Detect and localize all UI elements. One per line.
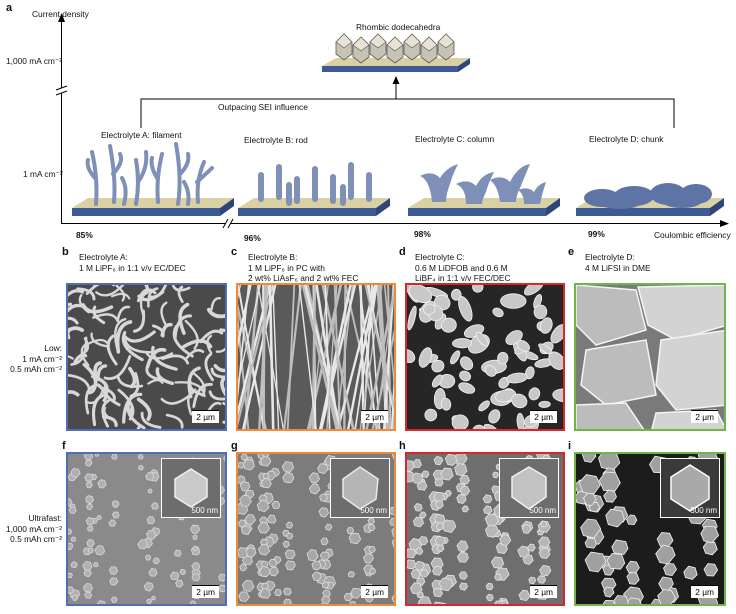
panel-label-a: a: [6, 2, 13, 14]
panel-b-desc-line1: Electrolyte A:: [79, 252, 128, 262]
scale-bar-f: 2 µm: [192, 585, 219, 598]
sem-panel-f: 500 nm 2 µm: [66, 452, 227, 606]
panel-label-i: i: [568, 440, 572, 452]
arrow-label: Outpacing SEI influence: [218, 102, 308, 112]
panel-label-b: b: [62, 246, 69, 258]
ce-a: 85%: [76, 230, 93, 240]
sem-panel-d: 2 µm: [405, 283, 565, 431]
scale-bar-h: 2 µm: [530, 585, 557, 598]
panel-c-desc: Electrolyte B: 1 M LiPF₆ in PC with 2 wt…: [248, 252, 358, 284]
panel-b-desc-line2: 1 M LiPF₆ in 1:1 v/v EC/DEC: [79, 262, 186, 273]
filament-illustration: [72, 142, 234, 216]
column-illustration: [408, 164, 560, 216]
panel-label-d: d: [399, 246, 406, 258]
panel-c-desc-line1: Electrolyte B:: [248, 252, 298, 262]
row-label-low-current: 1 mA cm⁻²: [22, 353, 62, 364]
rod-illustration: [238, 162, 390, 216]
row-label-ultrafast-title: Ultrafast:: [28, 513, 62, 523]
ce-d: 99%: [588, 229, 605, 239]
inset-scale-i: 500 nm: [690, 506, 717, 515]
panel-label-c: c: [231, 246, 238, 258]
inset-f: 500 nm: [161, 458, 221, 518]
chunk-illustration: [576, 183, 724, 216]
panel-c-desc-line3: 2 wt% LiAsF₆ and 2 wt% FEC: [248, 273, 359, 283]
row-label-low-capacity: 0.5 mAh cm⁻²: [10, 364, 62, 374]
panel-e-desc: Electrolyte D: 4 M LiFSI in DME: [585, 252, 651, 273]
scale-bar-g: 2 µm: [361, 585, 388, 598]
top-structure-label: Rhombic dodecahedra: [356, 22, 441, 32]
y-tick-low: 1 mA cm⁻²: [23, 169, 63, 179]
scale-bar-b: 2 µm: [192, 410, 219, 423]
panel-d-desc-line3: LiBF₄ in 1:1 v/v FEC/DEC: [415, 273, 511, 283]
scale-bar-d: 2 µm: [530, 410, 557, 423]
electrolyte-b-label: Electrolyte B: rod: [244, 135, 308, 145]
ce-c: 98%: [414, 229, 431, 239]
y-axis-line: [61, 20, 63, 224]
panel-label-h: h: [399, 440, 406, 452]
row-label-ultrafast: Ultrafast: 1,000 mA cm⁻² 0.5 mAh cm⁻²: [0, 513, 62, 545]
row-label-low-title: Low:: [44, 343, 62, 353]
panel-c-desc-line2: 1 M LiPF₆ in PC with: [248, 262, 325, 273]
inset-g: 500 nm: [330, 458, 390, 518]
panel-label-g: g: [231, 440, 238, 452]
electrolyte-a-label: Electrolyte A: filament: [101, 130, 182, 140]
sem-panel-g: 500 nm 2 µm: [236, 452, 396, 606]
electrolyte-d-label: Electrolyte D: chunk: [589, 134, 664, 144]
inset-scale-g: 500 nm: [360, 506, 387, 515]
sem-panel-c: 2 µm: [236, 283, 396, 431]
ce-b: 96%: [244, 233, 261, 243]
x-axis-title: Coulombic efficiency: [654, 230, 731, 240]
scale-bar-e: 2 µm: [691, 410, 718, 423]
sem-panel-h: 500 nm 2 µm: [405, 452, 565, 606]
inset-h: 500 nm: [499, 458, 559, 518]
row-label-ultrafast-capacity: 0.5 mAh cm⁻²: [10, 534, 62, 544]
panel-b-desc: Electrolyte A: 1 M LiPF₆ in 1:1 v/v EC/D…: [79, 252, 186, 273]
panel-d-desc-line2: 0.6 M LiDFOB and 0.6 M: [415, 262, 508, 273]
inset-scale-h: 500 nm: [529, 506, 556, 515]
scale-bar-i: 2 µm: [691, 585, 718, 598]
panel-label-e: e: [568, 246, 575, 258]
sem-panel-b: 2 µm: [66, 283, 227, 431]
panel-label-f: f: [62, 440, 66, 452]
scale-bar-c: 2 µm: [361, 410, 388, 423]
y-axis-title: Current density: [32, 9, 89, 19]
rhombic-dodecahedra-illustration: [322, 33, 470, 72]
electrolyte-c-label: Electrolyte C: column: [415, 134, 495, 144]
panel-d-desc-line1: Electrolyte C:: [415, 252, 465, 262]
y-tick-high: 1,000 mA cm⁻²: [6, 56, 63, 66]
axis-arrows-and-breaks: [55, 13, 729, 229]
panel-d-desc: Electrolyte C: 0.6 M LiDFOB and 0.6 M Li…: [415, 252, 511, 284]
row-label-low: Low: 1 mA cm⁻² 0.5 mAh cm⁻²: [6, 343, 62, 375]
row-label-ultrafast-current: 1,000 mA cm⁻²: [5, 523, 62, 534]
inset-i: 500 nm: [660, 458, 720, 518]
x-axis-line: [61, 223, 727, 225]
sem-panel-e: 2 µm: [574, 283, 726, 431]
inset-scale-f: 500 nm: [191, 506, 218, 515]
panel-e-desc-line1: Electrolyte D:: [585, 252, 635, 262]
panel-e-desc-line2: 4 M LiFSI in DME: [585, 262, 651, 273]
sem-panel-i: 500 nm 2 µm: [574, 452, 726, 606]
